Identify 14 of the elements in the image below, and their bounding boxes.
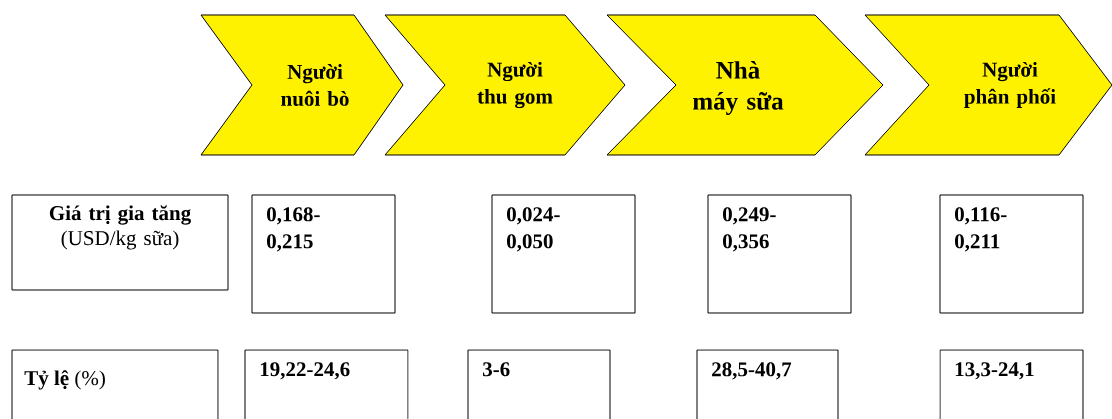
table-cell: Giá trị gia tăng (USD/kg sữa) [11,194,229,291]
table-cell: 0,168-0,215 [251,194,396,314]
chevron-step: Người phân phối [864,14,1112,156]
table-cell: 28,5-40,7 [696,349,839,419]
chevron-step: Nhà máy sữa [606,14,884,156]
table-cell: 19,22-24,6 [244,349,409,419]
table-cell: 0,116-0,211 [939,194,1084,314]
table-cell: 0,249-0,356 [707,194,852,314]
table-cell: 0,024-0,050 [491,194,636,314]
table-cell: 3-6 [467,349,611,419]
chevron-step: Người thu gom [384,14,626,156]
chevron-step: Người nuôi bò [200,14,404,156]
table-cell: Tỷ lệ (%) [11,349,219,419]
table-cell: 13,3-24,1 [939,349,1084,419]
